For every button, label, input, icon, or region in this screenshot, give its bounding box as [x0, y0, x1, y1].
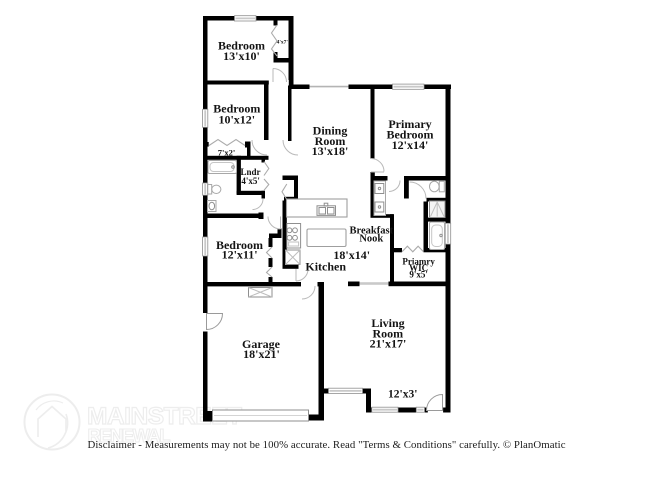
svg-text:4'x5': 4'x5' [241, 176, 260, 186]
svg-text:7'x2': 7'x2' [218, 147, 235, 157]
svg-text:Primary: Primary [388, 117, 431, 131]
svg-text:4'x7': 4'x7' [277, 40, 289, 46]
svg-text:10'x12': 10'x12' [218, 113, 255, 127]
svg-text:Kitchen: Kitchen [305, 259, 346, 273]
svg-text:12'x3': 12'x3' [388, 389, 417, 401]
svg-text:13'x10': 13'x10' [223, 49, 260, 63]
svg-text:Lndr: Lndr [240, 167, 260, 177]
svg-text:13'x18': 13'x18' [312, 144, 349, 158]
svg-text:Room: Room [315, 134, 346, 148]
svg-text:Breakfast: Breakfast [350, 226, 394, 237]
svg-text:Bedroom: Bedroom [216, 238, 263, 252]
svg-text:Room: Room [372, 327, 403, 341]
svg-text:12'x14': 12'x14' [392, 138, 429, 152]
svg-text:Priamry: Priamry [402, 256, 435, 266]
svg-text:Bedroom: Bedroom [386, 128, 433, 142]
svg-text:RENEWAL: RENEWAL [88, 425, 171, 446]
svg-text:Disclaimer - Measurements may: Disclaimer - Measurements may not be 100… [88, 439, 566, 451]
svg-text:Garage: Garage [242, 337, 281, 351]
svg-text:21'x17': 21'x17' [370, 336, 407, 350]
svg-text:12'x11': 12'x11' [222, 247, 258, 261]
svg-text:Dining: Dining [313, 123, 348, 137]
svg-text:Bedroom: Bedroom [213, 102, 260, 116]
svg-text:18'x14': 18'x14' [333, 248, 370, 262]
svg-text:Bedroom: Bedroom [218, 39, 265, 53]
svg-text:Living: Living [371, 316, 404, 330]
svg-text:Nook: Nook [359, 233, 383, 244]
svg-text:9'x5': 9'x5' [409, 269, 428, 279]
svg-text:WIC: WIC [409, 263, 428, 273]
svg-text:18'x21': 18'x21' [243, 347, 280, 361]
